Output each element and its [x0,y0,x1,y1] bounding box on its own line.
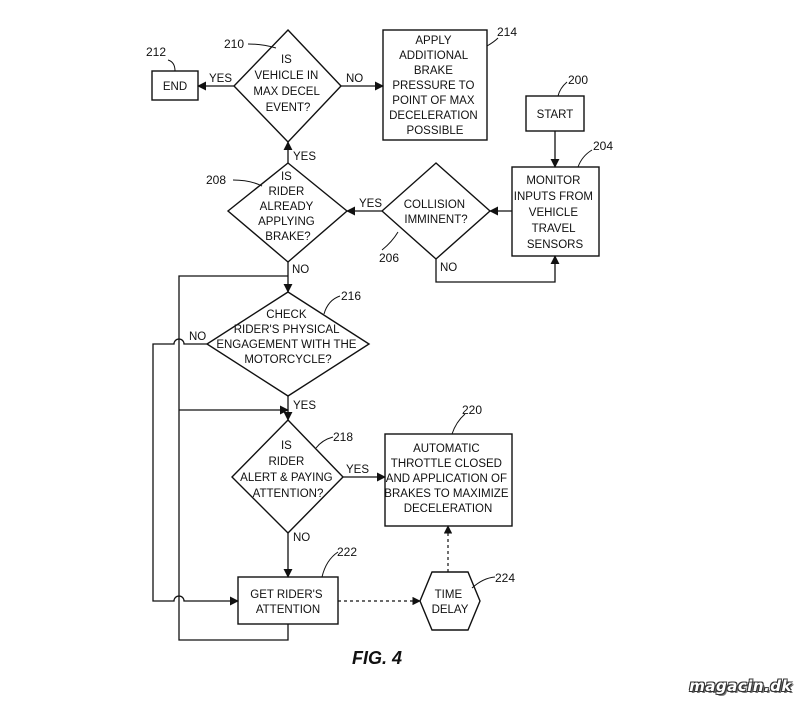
ref-210: 210 [224,37,244,51]
edge-label-alert-yes: YES [346,464,369,476]
ref-200: 200 [568,73,588,87]
leader-222 [321,551,339,578]
node-monitor-label: MONITOR INPUTS FROM VEHICLE TRAVEL SENSO… [514,175,596,251]
node-end [151,70,199,101]
edge-collision-no [435,255,560,283]
edge-label-maxdecel-yes: YES [209,73,232,85]
leader-224 [471,576,496,589]
node-start [525,95,585,132]
ref-212: 212 [146,45,166,59]
edge-label-engage-no: NO [189,331,206,343]
ref-214: 214 [497,25,517,39]
leader-218 [315,436,334,449]
node-maxdecel-label: IS VEHICLE IN MAX DECEL EVENT? [253,54,322,114]
leader-208 [232,179,263,187]
watermark-logo: magacin.dk [689,677,792,695]
node-delay-label: TIME DELAY [432,589,469,616]
ref-206: 206 [379,251,399,265]
ref-218: 218 [333,430,353,444]
node-throttle-label: AUTOMATIC THROTTLE CLOSED AND APPLICATIO… [384,443,511,515]
ref-204: 204 [593,139,613,153]
leader-200 [557,81,568,97]
edge-label-braking-yes: YES [293,151,316,163]
node-delay [419,571,481,631]
leader-206 [381,231,399,251]
edge-attention-loop [178,275,289,641]
ref-224: 224 [495,571,515,585]
node-alert-label: IS RIDER ALERT & PAYING ATTENTION? [240,440,336,500]
edge-label-alert-no: NO [293,532,310,544]
node-attention [237,576,339,625]
node-attention-label: GET RIDER'S ATTENTION [250,589,325,616]
edge-label-braking-no: NO [292,264,309,276]
ref-222: 222 [337,545,357,559]
ref-220: 220 [462,403,482,417]
figure-title: FIG. 4 [352,648,402,668]
ref-208: 208 [206,173,226,187]
node-braking-label: IS RIDER ALREADY APPLYING BRAKE? [258,171,318,243]
leader-212 [167,59,176,72]
node-pressure-label: APPLY ADDITIONAL BRAKE PRESSURE TO POINT… [389,35,481,137]
node-start-label: START [537,109,574,121]
leader-214 [486,37,499,47]
ref-216: 216 [341,289,361,303]
edge-label-collision-no: NO [440,262,457,274]
leader-204 [577,149,593,168]
edge-label-engage-yes: YES [293,400,316,412]
leader-216 [323,295,341,315]
edge-label-collision-yes: YES [359,198,382,210]
edge-label-maxdecel-no: NO [346,73,363,85]
node-end-label: END [163,81,187,93]
node-engage-label: CHECK RIDER'S PHYSICAL ENGAGEMENT WITH T… [216,309,359,366]
node-collision [380,162,492,260]
node-pressure [382,29,488,141]
leader-220 [451,413,466,435]
node-collision-label: COLLISION IMMINENT? [404,199,469,226]
leader-210 [247,43,277,49]
edge-engage-no [152,338,239,606]
